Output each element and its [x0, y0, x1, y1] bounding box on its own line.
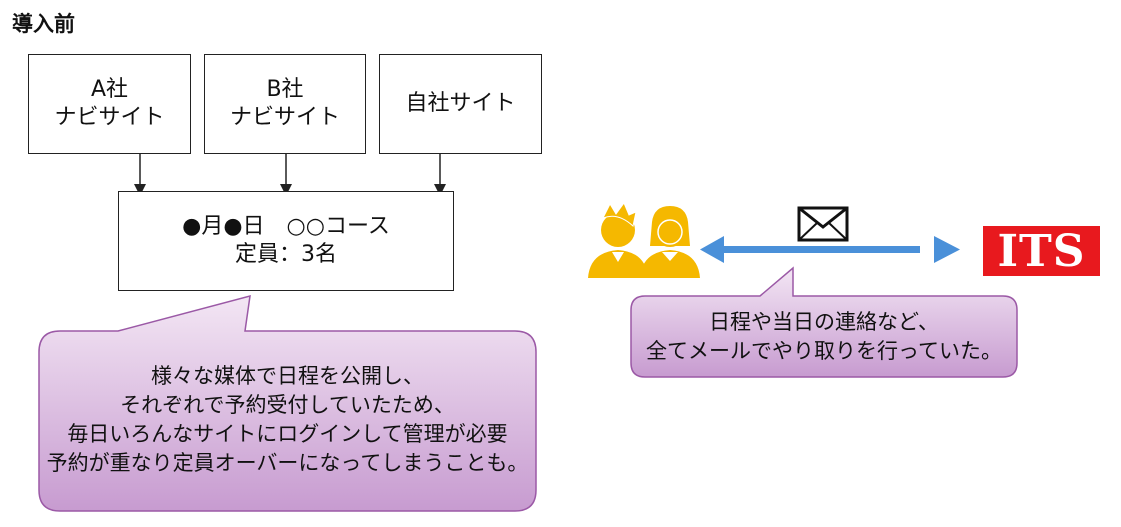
source-a-line1: A社 [90, 77, 129, 102]
left-callout-shape [38, 294, 537, 512]
left-callout-text: 様々な媒体で日程を公開し、 それぞれで予約受付していたため、 毎日いろんなサイト… [39, 362, 536, 478]
double-arrow-icon [700, 236, 960, 263]
left-callout-line: 様々な媒体で日程を公開し、 [151, 364, 424, 388]
source-b-box: B社 ナビサイト [204, 54, 366, 154]
left-callout-line: 毎日いろんなサイトにログインして管理が必要 [67, 422, 508, 446]
left-callout-line: それぞれで予約受付していたため、 [120, 393, 455, 417]
right-callout-line: 全てメールでやり取りを行っていた。 [646, 339, 1002, 363]
schedule-line1: ●月●日 ○○コース [182, 214, 390, 239]
left-callout-line: 予約が重なり定員オーバーになってしまうことも。 [46, 451, 529, 475]
source-own-box: 自社サイト [379, 54, 542, 154]
source-own-line1: 自社サイト [405, 91, 516, 116]
source-a-box: A社 ナビサイト [28, 54, 191, 154]
right-callout-text: 日程や当日の連絡など、 全てメールでやり取りを行っていた。 [631, 308, 1017, 366]
source-a-line2: ナビサイト [54, 105, 165, 130]
source-b-line2: ナビサイト [229, 105, 340, 130]
source-b-line1: B社 [266, 77, 304, 102]
schedule-line2: 定員：3名 [235, 242, 337, 267]
right-callout-line: 日程や当日の連絡など、 [709, 310, 939, 334]
its-logo: ITS [997, 225, 1086, 277]
page-title: 導入前 [12, 12, 75, 36]
envelope-icon [797, 206, 849, 242]
its-logo-bg [983, 226, 1100, 276]
users-icon [588, 201, 700, 278]
right-callout-shape [630, 266, 1018, 378]
schedule-box: ●月●日 ○○コース 定員：3名 [118, 191, 454, 291]
